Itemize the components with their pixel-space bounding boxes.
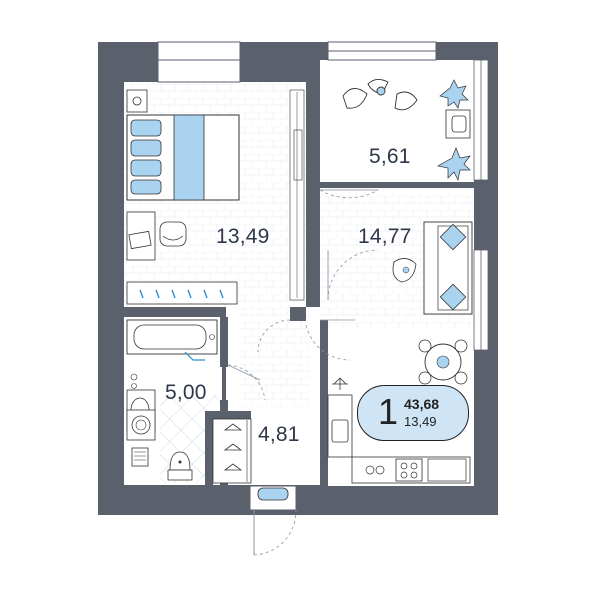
apartment-summary-badge: 1 43,68 13,49 (357, 385, 469, 441)
entrance-door (249, 485, 297, 556)
loggia-plants (437, 79, 471, 182)
toilet (167, 451, 193, 481)
bedroom-area-label: 13,49 (216, 225, 270, 248)
loggia-side-window (473, 59, 489, 181)
bedroom-wardrobe (126, 281, 238, 305)
wall-bedroom-hall (306, 82, 320, 307)
hallway-area-label: 4,81 (258, 423, 300, 446)
dining-table (418, 339, 468, 385)
washing-machine (126, 409, 156, 441)
wall-bath-top (124, 307, 226, 317)
bathroom-area-label: 5,00 (165, 381, 207, 404)
loggia-sink (445, 109, 471, 139)
kitchen-unit (327, 377, 471, 484)
door-arcs (227, 189, 379, 401)
kitchen-window (473, 249, 489, 351)
wall-bath-right (220, 317, 228, 367)
wall-loggia-bottom (320, 182, 474, 188)
laundry-basket (131, 447, 149, 467)
living-area: 13,49 (404, 414, 437, 429)
wall-kitchen-hall (320, 320, 328, 486)
loggia-chairs (342, 79, 418, 111)
wardrobe-wall (205, 411, 213, 486)
bathtub (126, 319, 218, 361)
kitchen-living-area-label: 14,77 (358, 225, 412, 248)
loggia-window (327, 41, 437, 61)
nightstand (126, 89, 148, 113)
bedroom-closet (289, 89, 305, 301)
hallway-wardrobe (212, 418, 252, 484)
bedroom-desk (126, 211, 187, 261)
sofa (423, 221, 473, 315)
room-count: 1 (378, 391, 399, 432)
loggia-area-label: 5,61 (369, 145, 411, 168)
bedroom-window (157, 41, 241, 83)
coffee-table (392, 258, 417, 283)
bed (126, 114, 240, 201)
total-area: 43,68 (404, 396, 440, 412)
